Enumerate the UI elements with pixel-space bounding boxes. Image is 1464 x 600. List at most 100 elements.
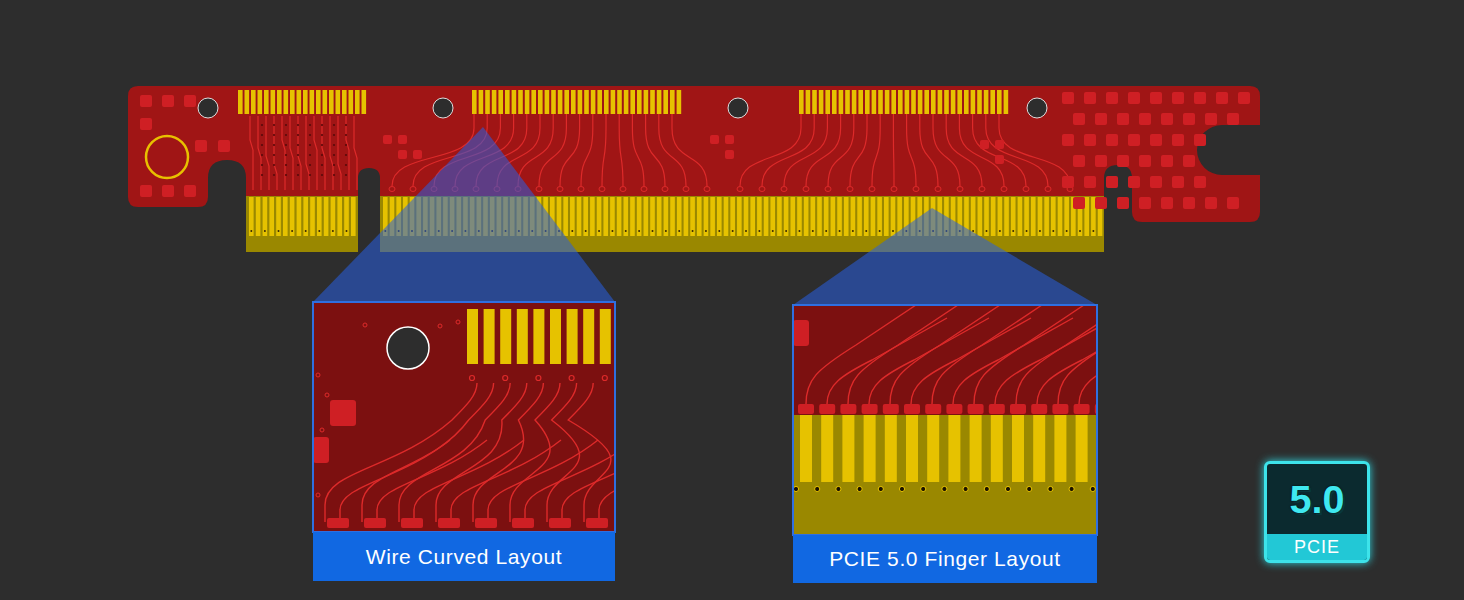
top-pad [898, 90, 903, 114]
top-pad [284, 90, 289, 114]
top-pad [472, 90, 477, 114]
trace-pad [557, 187, 563, 192]
top-pad [825, 90, 830, 114]
curved-trace [414, 440, 524, 522]
top-pad [951, 90, 956, 114]
via-dot [261, 174, 263, 176]
top-pad [558, 90, 563, 114]
pcb-trace [274, 116, 277, 190]
gold-finger [283, 197, 288, 236]
gold-finger [603, 197, 608, 236]
trace-pad [599, 187, 605, 192]
top-pad [303, 90, 308, 114]
square-pad [1194, 134, 1206, 146]
top-pad [492, 90, 497, 114]
fiducial-ring [146, 136, 188, 178]
top-pad [545, 90, 550, 114]
square-pad [1216, 92, 1228, 104]
gold-finger [644, 197, 649, 236]
pcb-trace [306, 116, 309, 190]
top-pad [564, 90, 569, 114]
curved-trace [632, 114, 644, 186]
via-dot [345, 154, 347, 156]
curved-trace [581, 114, 593, 186]
via-dot [345, 124, 347, 126]
gold-finger [717, 197, 722, 236]
top-pad [670, 90, 675, 114]
trace-pad [641, 187, 647, 192]
via-dot [321, 144, 323, 146]
finger-via [1026, 230, 1028, 232]
top-pad [597, 90, 602, 114]
finger-via [732, 230, 734, 232]
square-pad [184, 95, 196, 107]
finger-via [611, 230, 613, 232]
trace-pad [1074, 404, 1090, 414]
top-pad [872, 90, 877, 114]
trace-pad [704, 187, 710, 192]
pcb-trace [330, 116, 333, 190]
trace-pad [1031, 404, 1047, 414]
via-dot [321, 154, 323, 156]
finger-via [571, 230, 573, 232]
trace-pad [327, 518, 349, 528]
top-pad [336, 90, 341, 114]
gold-finger [800, 415, 812, 482]
via-dot [285, 154, 287, 156]
via-dot [316, 493, 320, 497]
via-dot [321, 134, 323, 136]
via-dot [285, 124, 287, 126]
square-pad [1062, 92, 1074, 104]
via-dot [297, 164, 299, 166]
gold-finger [927, 415, 939, 482]
top-pad [362, 90, 367, 114]
via-dot [333, 164, 335, 166]
finger-via [1066, 230, 1068, 232]
top-pad [517, 309, 528, 364]
top-pad [617, 90, 622, 114]
trace-pad [862, 404, 878, 414]
gold-finger [1054, 415, 1066, 482]
top-pad [630, 90, 635, 114]
curved-trace [893, 114, 895, 186]
gold-finger [1031, 197, 1036, 236]
square-pad [413, 150, 422, 159]
gold-finger [991, 415, 1003, 482]
trace-pad [662, 187, 668, 192]
gold-finger [837, 197, 842, 236]
square-pad [725, 135, 734, 144]
square-pad [1106, 134, 1118, 146]
trace-pad [946, 404, 962, 414]
finger-via [852, 230, 854, 232]
square-pad [1128, 92, 1140, 104]
gold-finger [777, 197, 782, 236]
top-pad [806, 90, 811, 114]
via-dot [261, 144, 263, 146]
square-pad [1161, 197, 1173, 209]
curved-trace [473, 383, 543, 522]
top-pad [663, 90, 668, 114]
version-number: 5.0 [1267, 464, 1367, 534]
top-pad [865, 90, 870, 114]
gold-finger [844, 197, 849, 236]
trace-pad [819, 404, 835, 414]
top-pad [924, 90, 929, 114]
via-dot [309, 154, 311, 156]
curved-trace [672, 114, 707, 186]
trace-pad [935, 187, 941, 192]
via-dot [261, 164, 263, 166]
finger-via [745, 230, 747, 232]
curved-trace [850, 114, 867, 186]
finger-via [984, 486, 989, 491]
finger-via [665, 230, 667, 232]
top-pad [258, 90, 263, 114]
gold-finger [764, 197, 769, 236]
top-pad [479, 90, 484, 114]
gold-finger [885, 415, 897, 482]
trace-pad [1001, 187, 1007, 192]
square-pad [383, 135, 392, 144]
finger-via [986, 230, 988, 232]
gold-finger [710, 197, 715, 236]
square-pad [995, 155, 1004, 164]
via-dot [345, 174, 347, 176]
